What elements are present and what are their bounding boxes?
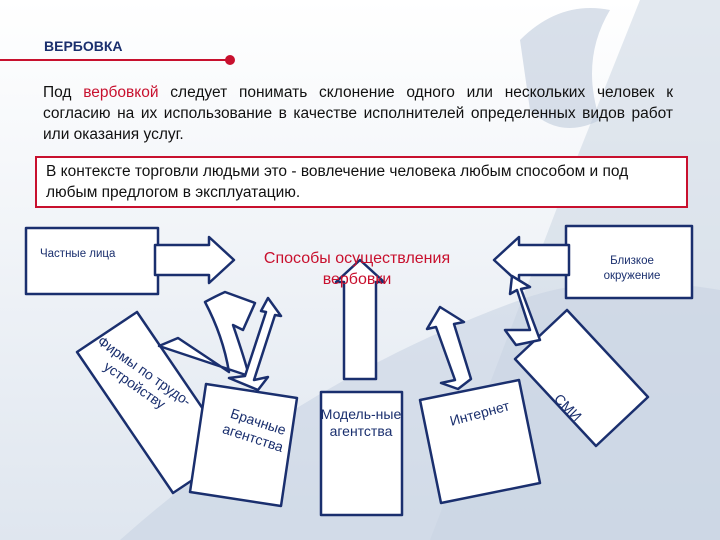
context-text: В контексте торговли людьми это - вовлеч… (46, 163, 629, 201)
definition-prefix: Под (43, 84, 84, 101)
context-box: В контексте торговли людьми это - вовлеч… (35, 156, 688, 208)
arrow-from-right (492, 235, 571, 285)
source-model-agencies: Модель-ные агентства (320, 406, 402, 439)
arrow-from-left (153, 235, 236, 285)
box-model (319, 390, 404, 517)
arrow-media (503, 274, 542, 347)
definition-highlight: вербовкой (83, 84, 159, 101)
title-underline-dot (225, 55, 235, 65)
slide-title: ВЕРБОВКА (44, 38, 123, 54)
source-private-persons: Частные лица (40, 248, 116, 260)
definition-text: Под вербовкой следует понимать склонение… (43, 82, 673, 145)
arrow-internet (425, 305, 473, 391)
diagram-center-label: Способы осуществления вербовки (263, 250, 451, 288)
arrow-firms (157, 290, 257, 378)
arrow-model (334, 258, 386, 381)
definition-suffix: следует понимать склонение одного или не… (43, 84, 673, 143)
title-underline (0, 59, 230, 61)
box-internet (418, 378, 542, 505)
box-private-persons (24, 226, 160, 296)
box-marriage (188, 382, 299, 508)
box-media (513, 308, 650, 448)
source-close-circle: Близкое окружение (603, 255, 661, 282)
arrow-marriage (227, 296, 283, 392)
box-close-circle (564, 224, 694, 300)
